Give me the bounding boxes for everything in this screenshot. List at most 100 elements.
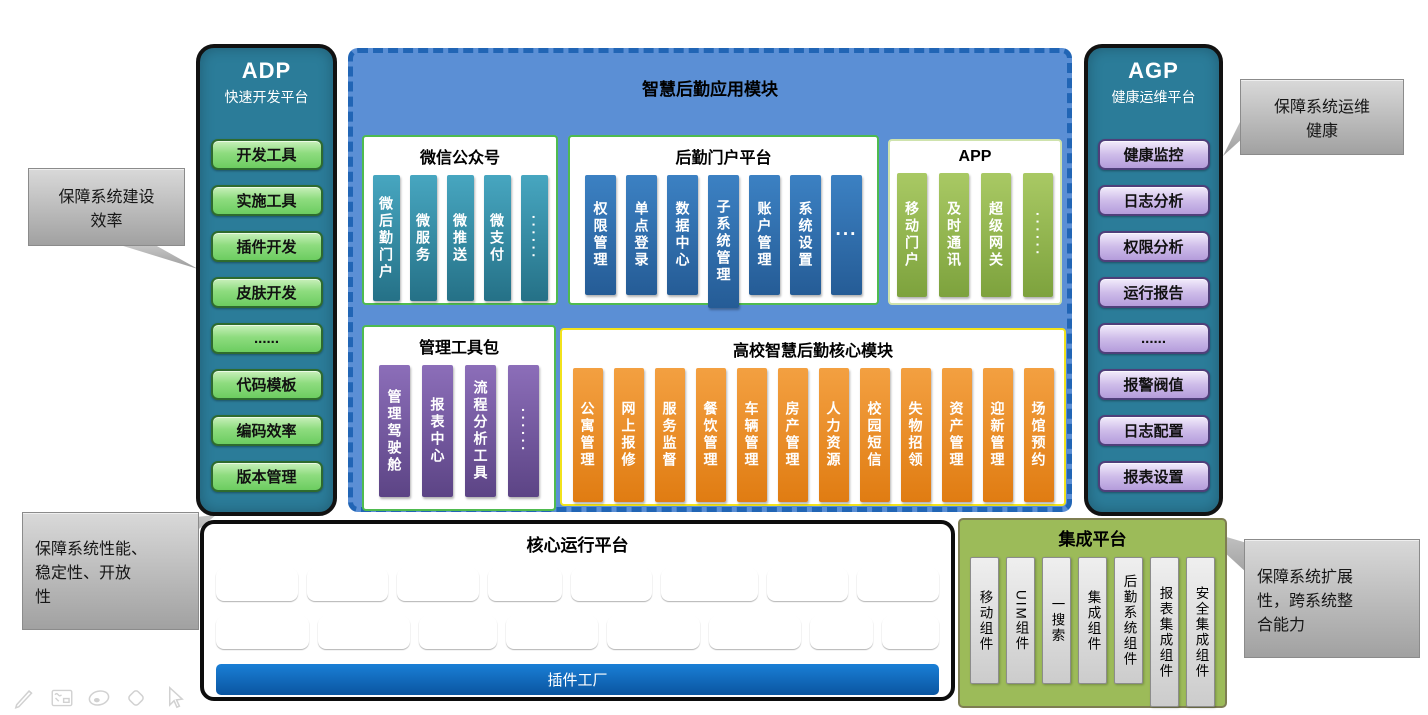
adp-item-list: 开发工具实施工具插件开发皮肤开发......代码模板编码效率版本管理	[210, 139, 323, 492]
module-bar-label: 数据中心	[674, 201, 691, 269]
module-bar: 及时通讯	[939, 173, 969, 297]
module-bar-label: ···	[835, 224, 858, 245]
module-bar: 账户管理	[749, 175, 780, 295]
app-bars: 移动门户及时通讯超级网关······	[890, 173, 1060, 297]
adp-item: 开发工具	[210, 139, 323, 170]
module-bar-label: 餐饮管理	[702, 401, 719, 469]
module-bar-label: 管理驾驶舱	[386, 388, 403, 474]
runtime-service-label: 安全服务	[226, 577, 287, 594]
integration-bar: 报表集成组件	[1150, 557, 1179, 707]
integration-bar-label: 移动组件	[977, 589, 993, 652]
module-bar: 管理驾驶舱	[379, 365, 410, 497]
runtime-service: KM服务	[488, 568, 562, 601]
module-bar-label: 微后勤门户	[378, 195, 394, 281]
laser-pointer-icon[interactable]	[86, 685, 112, 711]
runtime-service-label: 报表服务	[777, 577, 838, 594]
module-bar-label: ······	[515, 408, 532, 454]
integration-bar-label: UIM组件	[1013, 589, 1029, 652]
runtime-service-label: KM服务	[498, 577, 551, 594]
pen-icon[interactable]	[12, 685, 38, 711]
adp-title: ADP	[241, 58, 292, 83]
agp-item-label: ......	[1140, 330, 1166, 347]
module-bar: 子系统管理	[708, 175, 739, 308]
toolkit-box-title: 管理工具包	[418, 340, 499, 357]
runtime-service: 数据转换	[607, 616, 700, 649]
runtime-service: 集群管理	[506, 616, 599, 649]
integration-bar-label: 报表集成组件	[1157, 585, 1173, 679]
module-bar: 流程分析工具	[465, 365, 496, 497]
module-bar: 公寓管理	[572, 368, 603, 502]
runtime-service: ......	[882, 616, 940, 649]
module-bar-label: 流程分析工具	[472, 380, 489, 482]
module-bar-label: 超级网关	[988, 201, 1004, 269]
adp-item: 代码模板	[210, 369, 323, 400]
module-bar-label: 子系统管理	[715, 199, 732, 284]
agp-item: 报警阀值	[1097, 369, 1210, 400]
adp-item-label: 实施工具	[236, 193, 297, 210]
wechat-bars: 微后勤门户微服务微推送微支付······	[364, 175, 556, 301]
runtime-service-label: 流程服务	[317, 577, 378, 594]
adp-item: 插件开发	[210, 231, 323, 262]
module-bar: 迎新管理	[982, 368, 1013, 502]
module-bar: 系统设置	[790, 175, 821, 295]
module-bar: 微服务	[409, 175, 437, 301]
runtime-service-label: 移动服务	[868, 577, 929, 594]
module-bar-label: 单点登录	[633, 201, 650, 269]
agp-panel: AGP 健康运维平台 健康监控日志分析权限分析运行报告......报警阀值日志配…	[1084, 44, 1223, 516]
module-bar-label: 账户管理	[756, 201, 773, 269]
runtime-service: 报表服务	[767, 568, 849, 601]
integration-bar-label: 安全集成组件	[1193, 585, 1209, 679]
module-bar: 数据中心	[667, 175, 698, 295]
module-bar: 场馆预约	[1023, 368, 1054, 502]
integration-bar: UIM组件	[1006, 557, 1035, 684]
integration-bar: 集成组件	[1078, 557, 1107, 684]
module-bar: 校园短信	[859, 368, 890, 502]
module-bar-label: 房产管理	[784, 401, 801, 469]
module-bar: 失物招领	[900, 368, 931, 502]
module-bar: ······	[1023, 173, 1053, 297]
agp-item-label: 日志配置	[1123, 423, 1184, 440]
integration-bar-label: 一搜索	[1049, 597, 1065, 644]
runtime-service: 移动服务	[857, 568, 939, 601]
runtime-service: 安全服务	[216, 568, 298, 601]
adp-item: 编码效率	[210, 415, 323, 446]
adp-panel: ADP 快速开发平台 开发工具实施工具插件开发皮肤开发......代码模板编码效…	[196, 44, 337, 516]
eraser-icon[interactable]	[123, 685, 149, 711]
runtime-service: 日志管理	[318, 616, 411, 649]
agp-title: AGP	[1128, 58, 1179, 83]
adp-item-label: ......	[253, 330, 279, 347]
wechat-official-account-box: 微信公众号 微后勤门户微服务微推送微支付······	[362, 135, 558, 305]
module-bar-label: 微支付	[489, 212, 505, 264]
core-bars: 公寓管理网上报修服务监督餐饮管理车辆管理房产管理人力资源校园短信失物招领资产管理…	[562, 368, 1064, 502]
module-bar: 权限管理	[585, 175, 616, 295]
module-bar: ······	[520, 175, 548, 301]
integration-bar: 后勤系统组件	[1114, 557, 1143, 684]
cursor-icon[interactable]	[160, 685, 186, 711]
integration-bar: 一搜索	[1042, 557, 1071, 684]
runtime-service: 流程服务	[307, 568, 389, 601]
core-box-title: 高校智慧后勤核心模块	[732, 343, 893, 360]
module-bar: 车辆管理	[736, 368, 767, 502]
module-bar-label: 公寓管理	[579, 401, 596, 469]
callout-performance: 保障系统性能、 稳定性、开放 性	[22, 512, 199, 630]
integration-bar-label: 集成组件	[1085, 589, 1101, 652]
module-bar-label: 系统设置	[797, 201, 814, 269]
runtime-service: 分布式	[419, 616, 497, 649]
module-bar-label: 失物招领	[907, 401, 924, 469]
adp-item-label: 代码模板	[236, 377, 297, 394]
module-bar: 报表中心	[422, 365, 453, 497]
runtime-service-label: 日历	[826, 625, 857, 642]
runtime-service: 用户服务	[571, 568, 653, 601]
module-bar-label: 报表中心	[429, 397, 446, 465]
adp-item: 版本管理	[210, 461, 323, 492]
agp-item: 日志分析	[1097, 185, 1210, 216]
module-bar-label: 微服务	[415, 212, 431, 264]
agp-item: 权限分析	[1097, 231, 1210, 262]
module-bar: 资产管理	[941, 368, 972, 502]
adp-item-label: 版本管理	[236, 469, 297, 486]
slide-annotation-icon[interactable]	[49, 685, 75, 711]
agp-subtitle: 健康运维平台	[1111, 89, 1196, 105]
